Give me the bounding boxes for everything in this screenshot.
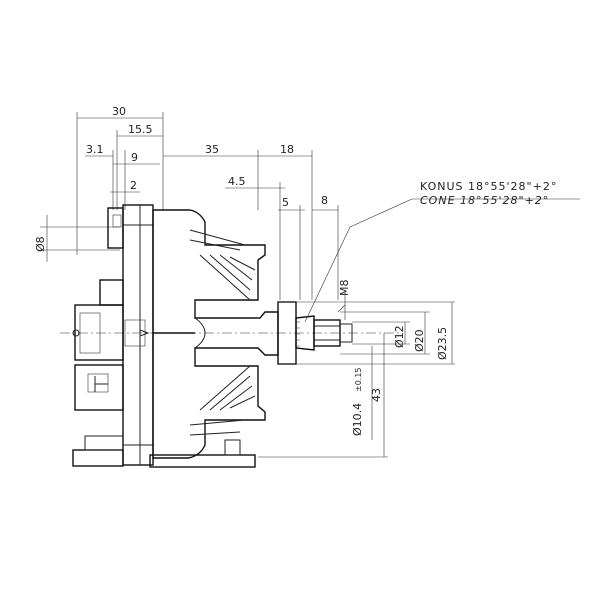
dim-5: 5	[282, 196, 289, 209]
dim-9: 9	[131, 151, 138, 164]
top-dimension-lines	[76, 112, 339, 300]
note-cone: CONE 18°55'28"+2°	[420, 194, 549, 207]
base-housing	[72, 204, 154, 467]
dim-dia12: Ø12	[393, 325, 406, 348]
dim-4-5: 4.5	[228, 175, 246, 188]
dim-dia20: Ø20	[413, 329, 426, 352]
dim-43: 43	[370, 388, 383, 402]
dim-m8: M8	[338, 280, 351, 297]
dim-15-5: 15.5	[128, 123, 153, 136]
dim-dia10-4: Ø10.4	[351, 403, 364, 436]
dim-tolerance: ±0.15	[354, 367, 363, 392]
right-dimension-lines	[258, 290, 455, 458]
cone-note-leader	[304, 198, 580, 323]
dim-35: 35	[205, 143, 219, 156]
dim-dia23-5: Ø23.5	[436, 327, 449, 360]
dim-18: 18	[280, 143, 294, 156]
dim-3-1: 3.1	[86, 143, 104, 156]
dim-8: 8	[321, 194, 328, 207]
dia8-dimension	[40, 215, 120, 262]
dim-dia8: Ø8	[34, 236, 47, 252]
dim-30: 30	[112, 105, 126, 118]
dim-2: 2	[130, 179, 137, 192]
rotor-body	[149, 209, 279, 468]
note-konus: KONUS 18°55'28"+2°	[420, 180, 557, 193]
